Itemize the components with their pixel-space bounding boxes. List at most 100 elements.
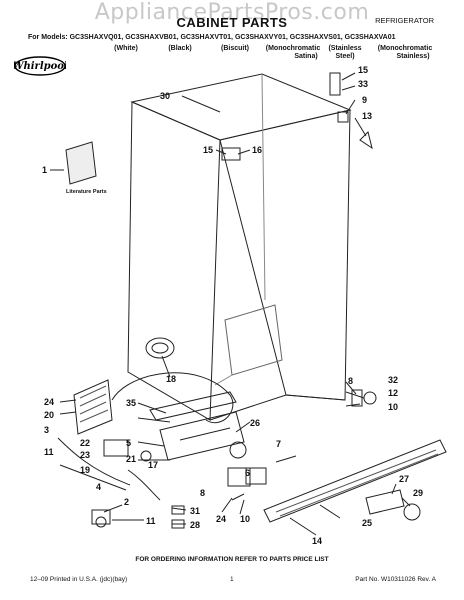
color-col-line1: (Black) [168,45,192,52]
center-bracket [227,467,251,487]
logo-wordmark: Whirlpool [14,61,66,72]
leader-24-20 [59,399,77,415]
callout-10-bottom: 10 [240,514,250,524]
color-col-2: (Black) [152,45,208,53]
callout-27: 27 [399,474,409,484]
callout-2: 2 [124,497,129,507]
cabinet-bottom-edge [209,394,346,421]
color-col-line1: (Monochromatic [377,45,433,52]
leader-15-16 [215,149,251,155]
callout-3: 3 [44,425,49,435]
side-bracket-10 [351,389,363,407]
hinge-bracket-top [329,72,341,96]
power-cord [57,437,131,486]
literature-booklet [65,141,97,185]
callout-26: 26 [250,418,260,428]
callout-24-left: 24 [44,397,54,407]
leader-18 [161,355,171,378]
color-col-3: (Biscuit) [205,45,265,53]
callout-21: 21 [126,454,136,464]
color-col-line2: Steel) [335,53,355,60]
callout-10-right: 10 [388,402,398,412]
callout-13: 13 [362,111,372,121]
rear-cover-vents [79,385,109,423]
product-type: REFRIGERATOR [375,16,434,25]
callout-22: 22 [80,438,90,448]
leader-26 [235,421,251,433]
color-col-line1: (Biscuit) [221,45,249,52]
callout-15-top: 15 [358,65,368,75]
color-col-line1: (Stainless [328,45,362,52]
leveling-nut [363,391,377,405]
callout-16: 16 [252,145,262,155]
callout-11-bottom: 11 [146,516,156,526]
rear-access-cover [73,379,113,435]
callout-8-right: 8 [348,376,353,386]
leader-35-5-21 [137,402,171,461]
water-valve [103,439,129,457]
toe-grille [263,439,447,523]
leader-27-29 [391,483,411,507]
callout-19: 19 [80,465,90,475]
color-col-line2: Stainless) [396,53,430,60]
toe-grille-slats [275,449,439,517]
color-col-5: (Stainless Steel) [318,45,372,61]
callout-9: 9 [362,95,367,105]
callout-30: 30 [160,91,170,101]
rail-rod [179,427,231,441]
callout-11-left: 11 [44,447,54,457]
compressor-bracket-26 [159,411,245,461]
leader-14-25 [289,504,341,536]
color-col-line2: Satina) [294,53,318,60]
models-line: For Models: GC3SHAXVQ01, GC3SHAXVB01, GC… [28,34,396,41]
callout-28: 28 [190,520,200,530]
leveling-rod [59,464,127,491]
bolt-8 [231,493,245,501]
water-tube-loop [111,372,234,423]
leg-housing [245,467,267,485]
callout-6: 6 [245,468,250,478]
color-col-6: (Monochromatic Stainless) [366,45,444,61]
callout-18: 18 [166,374,176,384]
whirlpool-logo: Whirlpool [14,56,66,76]
callout-25: 25 [362,518,372,528]
callout-12: 12 [388,388,398,398]
callout-1: 1 [42,165,47,175]
cabinet-top [130,73,352,141]
color-col-line1: (Monochromatic [265,45,321,52]
hinge-bushing [337,111,349,123]
callout-24-bottom: 24 [216,514,226,524]
leader-31-28 [171,507,187,525]
leader-top-right [341,72,367,137]
literature-label: Literature Parts [66,189,107,195]
callout-31: 31 [190,506,200,516]
leader-24-10-bottom [221,497,245,515]
bolt-7 [275,455,297,463]
screw-31 [171,505,185,515]
footer-notice: FOR ORDERING INFORMATION REFER TO PARTS … [135,556,329,563]
roller-wheel-29 [403,503,421,521]
center-hinge-bracket [221,147,241,161]
callout-4: 4 [96,482,101,492]
drain-seal-inner [151,342,169,354]
callout-29: 29 [413,488,423,498]
color-col-4: (Monochromatic Satina) [258,45,328,61]
roller-bracket [91,509,111,525]
callout-5: 5 [126,438,131,448]
callout-20: 20 [44,410,54,420]
cabinet-rear-lines [214,73,266,386]
leader-11-2 [103,504,144,521]
leader-right-small [345,381,365,407]
valve-fitting [140,450,152,462]
roller-wheel [95,516,107,528]
cabinet-inner-panel [224,304,283,376]
callout-15-mid: 15 [203,145,213,155]
footer-page-number: 1 [230,576,234,583]
color-col-1: (White) [96,45,156,53]
valve-tube [127,469,161,501]
footer-part-number: Part No. W10311026 Rev. A [355,576,436,583]
callout-7-upper: 7 [276,439,281,449]
roller-shaft [365,489,405,515]
callout-32: 32 [388,375,398,385]
